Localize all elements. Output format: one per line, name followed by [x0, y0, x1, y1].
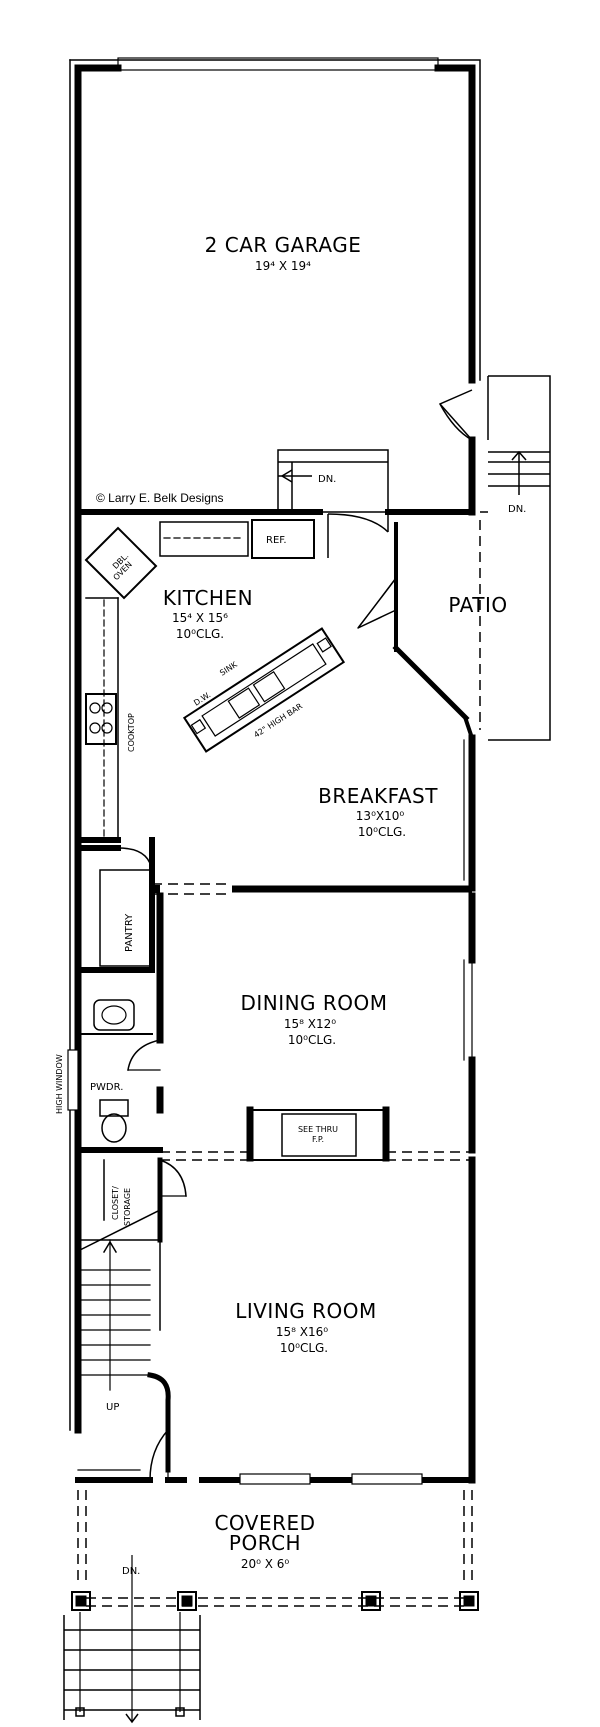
- pantry-label: PANTRY: [124, 913, 135, 952]
- sink-label: SINK: [218, 660, 239, 678]
- kitchen-name: KITCHEN: [163, 586, 253, 610]
- stair-up-label: UP: [106, 1402, 119, 1413]
- patio-outline: [480, 375, 551, 741]
- powder-room: [67, 999, 163, 1153]
- porch-steps: [63, 1555, 201, 1724]
- dining-ceiling: 10⁰CLG.: [288, 1033, 336, 1047]
- covered-porch: [71, 1490, 479, 1611]
- high-window-label: HIGH WINDOW: [55, 1054, 64, 1114]
- patio-dn-label: DN.: [508, 504, 526, 515]
- ref-label: REF.: [266, 535, 287, 546]
- dining-dims: 15⁸ X12⁰: [284, 1017, 336, 1031]
- kitchen-dims: 15⁴ X 15⁶: [172, 611, 228, 625]
- kitchen-ceiling: 10⁰CLG.: [176, 627, 224, 641]
- closet-label-2: STORAGE: [123, 1188, 132, 1226]
- living-walls: [75, 1156, 476, 1485]
- porch-name-line1: COVERED: [214, 1511, 315, 1535]
- patio-name: PATIO: [448, 593, 507, 617]
- breakfast-ceiling: 10⁰CLG.: [358, 825, 406, 839]
- pantry: [75, 837, 155, 973]
- cooktop-label: COOKTOP: [127, 713, 136, 752]
- kitchen-island: [182, 627, 346, 753]
- breakfast-walls: [357, 522, 476, 892]
- breakfast-name: BREAKFAST: [318, 784, 438, 808]
- porch-name-line2: PORCH: [229, 1531, 301, 1555]
- dining-name: DINING ROOM: [240, 991, 387, 1015]
- garage-dn-label: DN.: [318, 474, 336, 485]
- kitchen-walls: [75, 519, 315, 843]
- garage-door: [117, 57, 439, 71]
- fireplace-label-1: SEE THRU: [298, 1125, 338, 1134]
- dining-top-wall: [152, 883, 472, 895]
- living-ceiling: 10⁰CLG.: [280, 1341, 328, 1355]
- copyright-notice: © Larry E. Belk Designs: [96, 491, 224, 505]
- garage-side-door: [438, 389, 473, 441]
- kitchen-garage-door: [327, 513, 389, 558]
- stair-and-closet: [77, 1157, 187, 1473]
- living-dims: 15⁸ X16⁰: [276, 1325, 328, 1339]
- porch-dn-label: DN.: [122, 1566, 140, 1577]
- breakfast-dims: 13⁰X10⁰: [356, 809, 405, 823]
- dining-walls: [156, 892, 476, 1162]
- fireplace-label-2: F.P.: [312, 1135, 324, 1144]
- living-name: LIVING ROOM: [235, 1299, 377, 1323]
- exterior-walls: [69, 59, 481, 1434]
- porch-dims: 20⁰ X 6⁰: [241, 1557, 290, 1571]
- garage-steps: [277, 449, 389, 513]
- garage-dims: 19⁴ X 19⁴: [255, 259, 311, 273]
- pwdr-label: PWDR.: [90, 1082, 123, 1093]
- living-top-wall: [160, 1151, 472, 1161]
- garage-name: 2 CAR GARAGE: [205, 233, 362, 257]
- closet-label-1: CLOSET/: [111, 1186, 120, 1220]
